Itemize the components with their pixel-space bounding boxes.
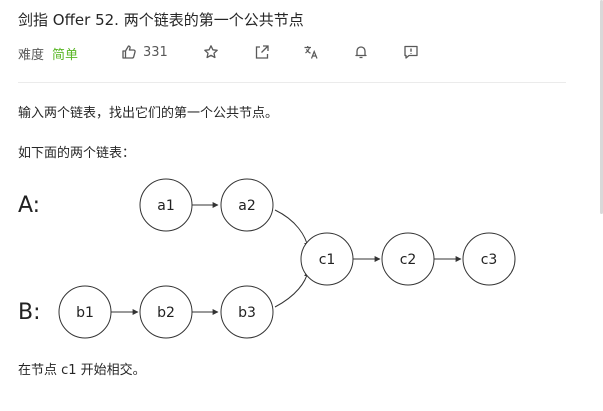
node-b3-label: b3: [238, 305, 256, 321]
edge-b3-c1: [274, 270, 310, 308]
edge-a2-c1: [274, 209, 311, 249]
node-c3: c3: [462, 232, 516, 286]
node-b3: b3: [220, 285, 274, 339]
node-b2: b2: [139, 285, 193, 339]
problem-meta: 难度 简单: [18, 43, 78, 63]
star-icon: [204, 45, 218, 59]
node-a1-label: a1: [157, 198, 175, 214]
node-c1-label: c1: [319, 252, 336, 268]
node-b1-label: b1: [76, 305, 94, 321]
description-intro: 输入两个链表，找出它们的第一个公共节点。: [18, 106, 279, 121]
node-c3-label: c3: [481, 252, 498, 268]
result-text: 在节点 c1 开始相交。: [18, 363, 146, 378]
feedback-button[interactable]: [403, 41, 419, 63]
like-button[interactable]: 331: [121, 41, 168, 63]
node-b1: b1: [58, 285, 112, 339]
bell-icon: [355, 46, 367, 59]
linked-list-diagram: A: B: a1 a2 b1 b2 b3 c1 c2 c3: [18, 178, 516, 339]
favorite-button[interactable]: [203, 41, 219, 63]
list-b-label: B:: [18, 300, 41, 325]
translate-button[interactable]: [303, 41, 319, 63]
node-c2-label: c2: [400, 252, 417, 268]
node-c2: c2: [381, 232, 435, 286]
example-intro: 如下面的两个链表：: [18, 146, 136, 161]
header-divider: [18, 82, 566, 83]
scrollbar[interactable]: [600, 0, 603, 214]
subscribe-button[interactable]: [353, 41, 369, 63]
thumb-up-icon: [122, 45, 136, 59]
node-c1: c1: [300, 232, 354, 286]
node-a2: a2: [220, 178, 274, 232]
problem-title: 剑指 Offer 52. 两个链表的第一个公共节点: [18, 11, 304, 29]
feedback-icon: [404, 45, 418, 59]
share-button[interactable]: [254, 41, 270, 63]
difficulty-badge: 简单: [52, 47, 79, 63]
difficulty-label: 难度: [18, 47, 45, 63]
list-a-label: A:: [18, 193, 40, 218]
node-a2-label: a2: [238, 198, 256, 214]
node-a1: a1: [139, 178, 193, 232]
share-icon: [255, 45, 269, 59]
node-b2-label: b2: [157, 305, 175, 321]
like-count: 331: [143, 44, 168, 60]
translate-icon: [304, 46, 318, 59]
